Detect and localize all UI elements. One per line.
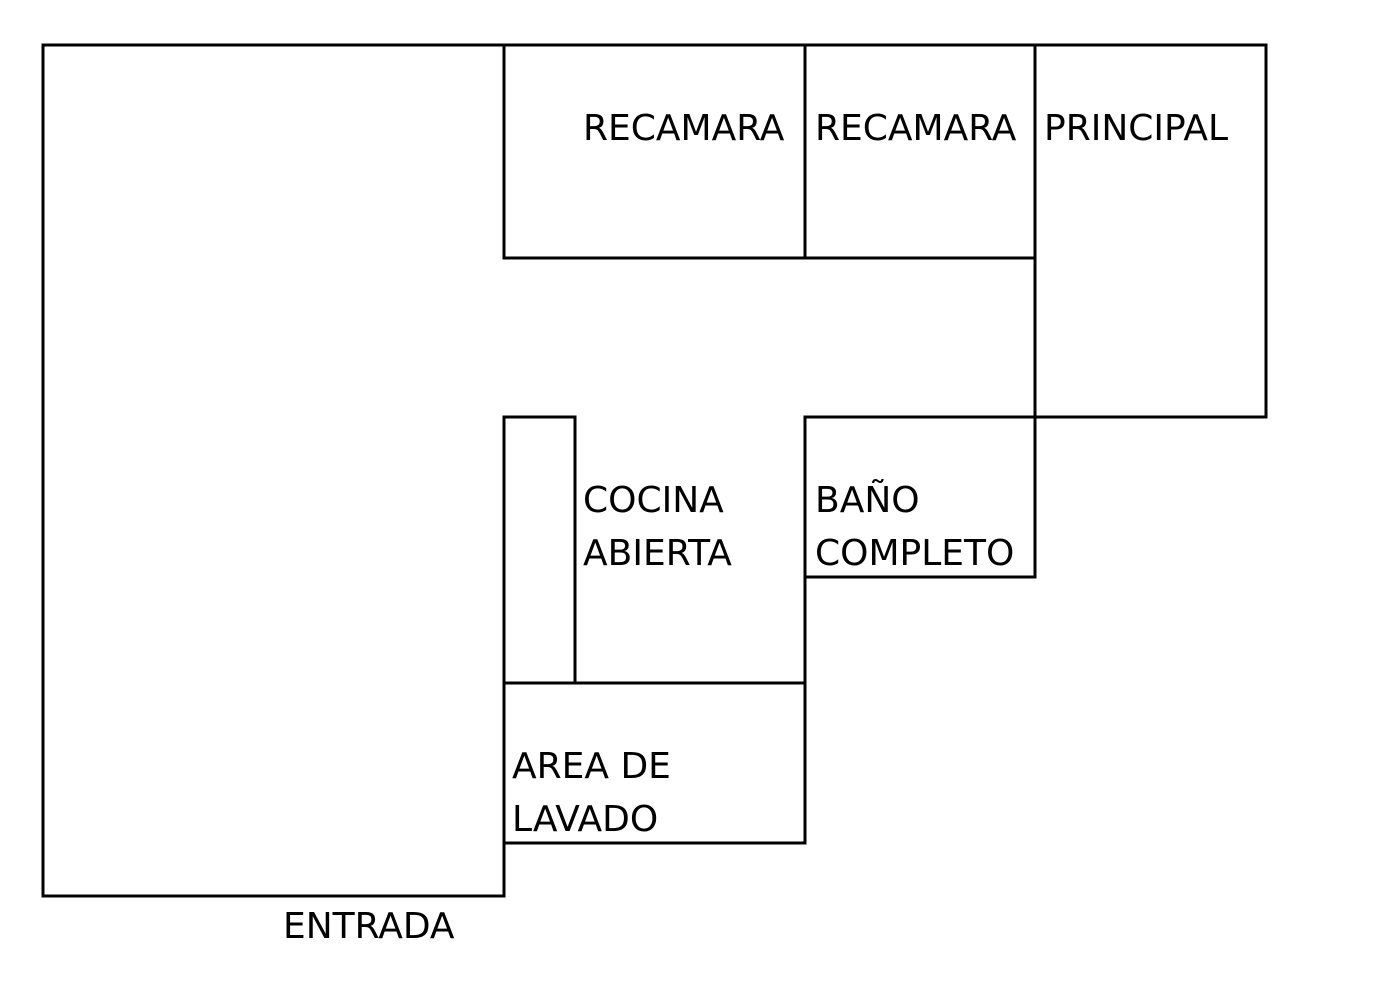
kitchen-label-line2: ABIERTA [583, 533, 732, 574]
bathroom-label-line1: BAÑO [815, 479, 920, 521]
bedroom-2-room [803, 43, 1037, 260]
bathroom-label-line2: COMPLETO [815, 533, 1014, 574]
bedroom-2-label: RECAMARA [815, 108, 1017, 149]
bedroom-1-room [502, 43, 807, 260]
kitchen-counter [502, 415, 577, 685]
laundry-label-line1: AREA DE [512, 746, 671, 787]
bedroom-1-label: RECAMARA [583, 108, 785, 149]
kitchen-label-line1: COCINA [583, 480, 724, 521]
principal-room [1033, 43, 1268, 419]
laundry-label-line2: LAVADO [512, 799, 658, 840]
entrance-label: ENTRADA [283, 906, 455, 947]
principal-label: PRINCIPAL [1044, 108, 1228, 149]
bathroom-wall [803, 415, 1037, 579]
